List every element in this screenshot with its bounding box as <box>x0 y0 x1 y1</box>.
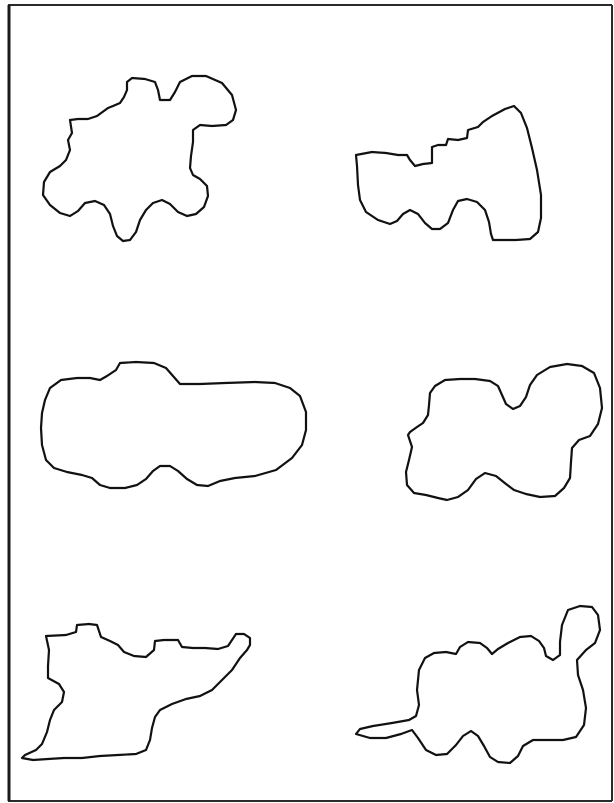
blob-4 <box>406 364 602 500</box>
blob-5 <box>22 624 250 760</box>
blob-6 <box>356 606 600 763</box>
blob-1 <box>43 76 236 241</box>
blob-3 <box>41 362 306 488</box>
blob-2 <box>356 106 541 240</box>
